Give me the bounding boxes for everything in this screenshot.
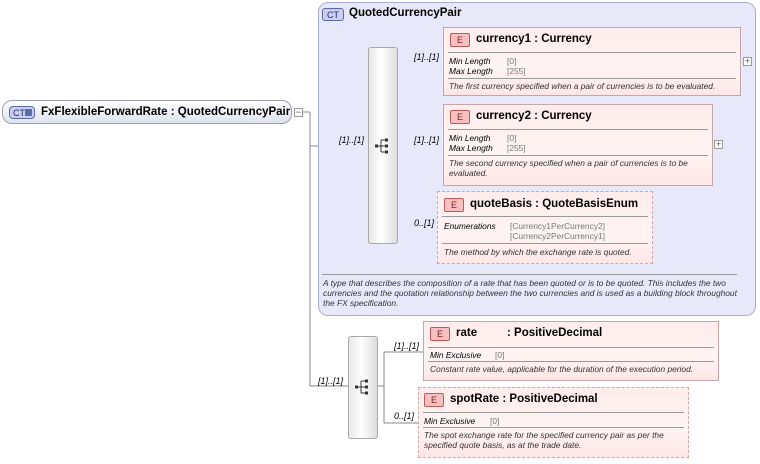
facet-value: [255]: [507, 143, 526, 153]
cardinality-label: 0..[1]: [414, 218, 435, 228]
element-name: rate: [456, 327, 478, 339]
facet-value: [0]: [507, 133, 517, 143]
facet-value: [0]: [495, 350, 505, 360]
element-icon: E: [450, 33, 470, 47]
sequence-icon: [355, 379, 368, 395]
divider: [428, 347, 714, 348]
element-type: : PositiveDecimal: [507, 327, 603, 339]
element-title: currency1 : Currency: [476, 33, 592, 45]
divider: [423, 412, 684, 413]
cardinality-label: [1]..[1]: [414, 52, 440, 62]
root-complex-type[interactable]: CT FxFlexibleForwardRate : QuotedCurrenc…: [2, 100, 292, 124]
collapse-toggle[interactable]: −: [294, 107, 303, 117]
divider: [442, 216, 648, 217]
facet-label: Min Exclusive: [430, 350, 482, 360]
element-description: The spot exchange rate for the specified…: [424, 430, 664, 450]
facet-value: [255]: [507, 66, 526, 76]
facet-value: [0]: [507, 56, 517, 66]
element-description: Constant rate value, applicable for the …: [430, 364, 694, 374]
sequence-compositor[interactable]: [368, 47, 398, 244]
enumeration-value: [Currency2PerCurrency1]: [510, 231, 605, 241]
facet-value: [0]: [490, 416, 500, 426]
expand-toggle[interactable]: +: [714, 139, 723, 149]
element-icon: E: [430, 327, 450, 341]
cardinality-label: 0..[1]: [394, 411, 415, 421]
enumeration-value: [Currency1PerCurrency2]: [510, 221, 605, 231]
element-icon: E: [450, 110, 470, 124]
divider: [423, 427, 684, 428]
element-quote-basis[interactable]: E quoteBasis : QuoteBasisEnum Enumeratio…: [437, 191, 653, 264]
element-currency2[interactable]: E currency2 : Currency Min Length [0] Ma…: [443, 104, 713, 186]
element-description: The second currency specified when a pai…: [449, 158, 688, 178]
element-icon: E: [424, 393, 444, 407]
sequence-compositor[interactable]: [348, 336, 378, 439]
divider: [428, 361, 714, 362]
divider: [448, 129, 708, 130]
facet-label: Min Length: [449, 133, 491, 143]
root-type-label: FxFlexibleForwardRate : QuotedCurrencyPa…: [41, 106, 291, 118]
facet-label: Enumerations: [444, 221, 496, 231]
cardinality-label: [1]..[1]: [414, 135, 440, 145]
cardinality-label: [1]..[1]: [318, 376, 344, 386]
complex-type-icon: CT: [9, 106, 35, 119]
element-title: spotRate : PositiveDecimal: [450, 393, 598, 405]
facet-label: Max Length: [449, 66, 493, 76]
element-description: The first currency specified when a pair…: [449, 81, 716, 91]
divider: [448, 155, 708, 156]
element-title: currency2 : Currency: [476, 110, 592, 122]
divider: [448, 78, 736, 79]
divider: [442, 243, 648, 244]
element-title: quoteBasis : QuoteBasisEnum: [470, 198, 639, 210]
group-title: QuotedCurrencyPair: [349, 7, 462, 19]
element-spot-rate[interactable]: E spotRate : PositiveDecimal Min Exclusi…: [418, 387, 689, 458]
element-icon: E: [444, 198, 464, 212]
element-currency1[interactable]: E currency1 : Currency Min Length [0] Ma…: [443, 27, 741, 96]
divider: [322, 274, 737, 275]
cardinality-label: [1]..[1]: [339, 135, 365, 145]
complex-type-icon: CT: [322, 8, 344, 21]
facet-label: Min Exclusive: [424, 416, 476, 426]
divider: [448, 52, 736, 53]
group-description: A type that describes the composition of…: [323, 278, 737, 308]
element-rate[interactable]: E rate : PositiveDecimal Min Exclusive […: [423, 321, 719, 381]
facet-label: Max Length: [449, 143, 493, 153]
expand-toggle[interactable]: +: [743, 56, 752, 66]
element-description: The method by which the exchange rate is…: [444, 247, 632, 257]
sequence-icon: [375, 138, 388, 154]
facet-label: Min Length: [449, 56, 491, 66]
cardinality-label: [1]..[1]: [394, 341, 420, 351]
